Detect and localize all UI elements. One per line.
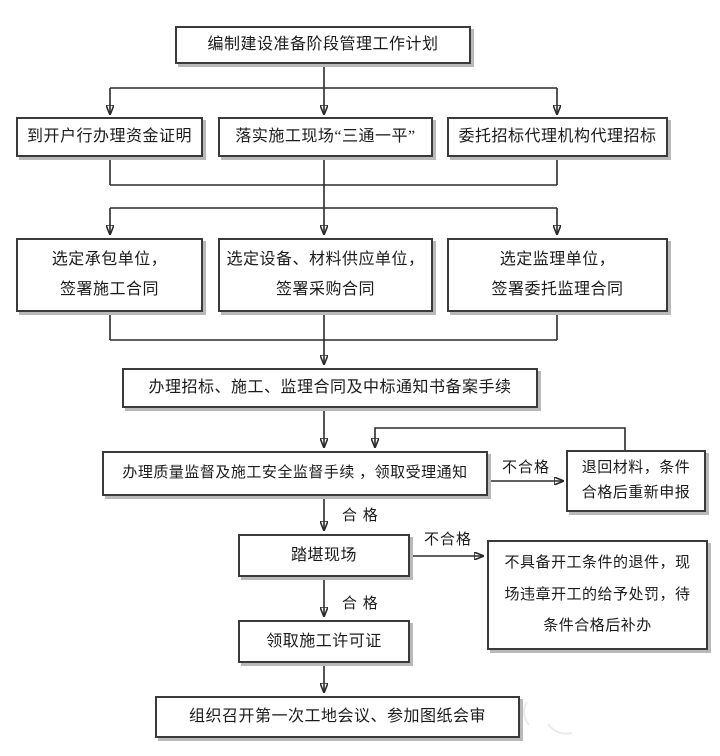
flow-node-line: 落实施工现场“三通一平” [235, 128, 416, 145]
flow-node-line: 签署委托监理合同 [491, 281, 624, 298]
flow-node-line: 场违章开工的给予处罚，待 [504, 586, 691, 603]
flow-node-line: 踏堪现场 [290, 546, 357, 564]
edge-label-unqualified-2: 不合格 [424, 532, 473, 548]
flow-node-contractor: 选定承包单位， 签署施工合同 [16, 238, 203, 312]
flow-node-line: 领取施工许可证 [266, 632, 382, 650]
flow-node-line: 到开户行办理资金证明 [26, 128, 192, 145]
flow-node-line: 不具备开工条件的退件，现 [504, 555, 691, 572]
flow-node-line: 选定监理单位， [499, 251, 616, 268]
flow-node-quality: 办理质量监督及施工安全监督手续 ，领取受理通知 [102, 451, 488, 496]
flow-node-permit: 领取施工许可证 [238, 620, 410, 663]
flow-node-line: 办理招标、施工、监理合同及中标通知书备案手续 [148, 379, 512, 396]
edge-return-feedback [375, 427, 626, 450]
edge-row3-merge [109, 312, 558, 341]
edge-label-unqualified-1: 不合格 [502, 460, 551, 476]
flow-node-line: 签署施工合同 [59, 281, 159, 298]
edge-row2-merge [109, 157, 558, 209]
edge-plan-branch [110, 64, 557, 89]
flow-node-line: 条件合格后补办 [543, 617, 652, 634]
flow-node-line: 办理质量监督及施工安全监督手续 ，领取受理通知 [122, 465, 468, 482]
flow-node-first-meeting: 组织召开第一次工地会议、参加图纸会审 [155, 696, 520, 738]
flow-node-site: 落实施工现场“三通一平” [218, 117, 433, 157]
flow-node-return-materials: 退回材料，条件 合格后重新申报 [566, 450, 706, 512]
flow-node-line: 组织召开第一次工地会议、参加图纸会审 [188, 708, 486, 725]
flow-node-filing: 办理招标、施工、监理合同及中标通知书备案手续 [122, 368, 538, 408]
watermark [523, 701, 573, 735]
flow-node-line: 选定设备、材料供应单位， [226, 251, 425, 268]
flow-node-line: 退回材料，条件 [581, 459, 691, 476]
flow-node-entrust: 委托招标代理机构代理招标 [447, 117, 668, 157]
flow-node-line: 编制建设准备阶段管理工作计划 [207, 36, 439, 53]
flow-node-line: 选定承包单位， [51, 251, 168, 268]
edge-label-qualified-1: 合 格 [342, 508, 379, 524]
flow-node-supervisor: 选定监理单位， 签署委托监理合同 [447, 238, 668, 312]
flow-node-line: 委托招标代理机构代理招标 [458, 128, 657, 145]
flow-node-site-visit: 踏堪现场 [238, 534, 410, 577]
edge-label-qualified-2: 合 格 [342, 596, 379, 612]
flow-node-penalty: 不具备开工条件的退件，现 场违章开工的给予处罚，待 条件合格后补办 [487, 540, 708, 650]
flow-node-plan: 编制建设准备阶段管理工作计划 [175, 26, 471, 64]
flow-node-fund: 到开户行办理资金证明 [16, 117, 203, 157]
flow-node-line: 签署采购合同 [275, 281, 375, 298]
flow-node-line: 合格后重新申报 [581, 485, 691, 502]
flow-node-supplier: 选定设备、材料供应单位， 签署采购合同 [218, 238, 433, 312]
